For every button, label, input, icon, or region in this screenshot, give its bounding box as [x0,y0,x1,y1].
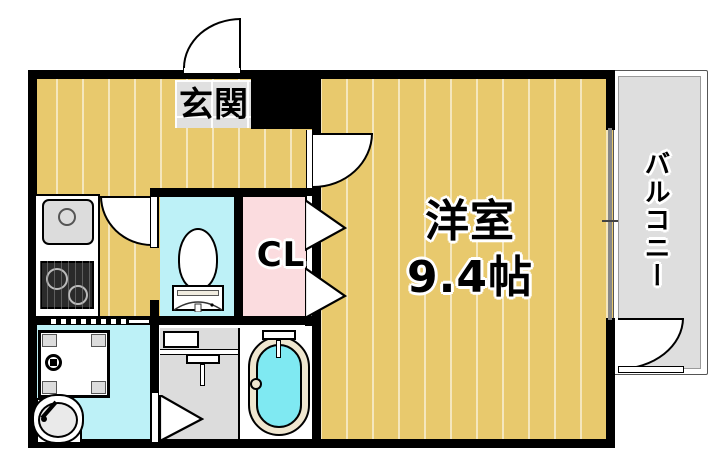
wall-top [28,70,615,79]
main-room-label-line1: 洋室 [425,196,515,247]
wm-corner-tr [91,334,106,347]
stove-grate-lines [40,261,94,309]
closet-label: CL [256,235,306,275]
wall-bottom [28,439,615,448]
wm-corner-bl [42,381,57,394]
wall-bath-washroom-divider [238,328,240,443]
closet-folding-door-upper[interactable] [305,200,347,256]
room-door-jamb [306,130,313,188]
wm-corner-br [91,381,106,394]
wall-toilet-left-lower [150,300,159,443]
entrance-tile-floor [175,80,251,128]
wall-closet-right-stub2 [305,312,314,326]
balcony-label: バルコニー [640,150,670,290]
balcony-door-arc[interactable] [618,318,684,370]
entrance-step-wall [251,77,321,129]
kitchen-counter-edge-white [128,319,150,324]
kitchen-counter-edge [46,319,128,324]
wall-left [28,70,37,448]
toilet-tank-lid [177,290,219,296]
wall-right-lower [606,318,615,448]
wm-corner-tl [42,334,57,347]
washroom-folding-door[interactable] [158,395,204,443]
toilet-door-panel[interactable] [150,196,158,248]
toilet-seat-detail [173,301,223,312]
main-room-label-line2: 9.4帖 [407,252,533,303]
wall-toilet-closet-divider [234,188,243,324]
washbasin-faucet-icon [40,400,58,422]
balcony-window-mark [602,220,618,222]
sink-drain-icon [58,208,76,226]
wall-hall-room-divider [312,77,321,443]
bathtub-faucet-icon [262,330,296,340]
closet-folding-door-lower[interactable] [305,262,347,318]
bathtub-spout-icon [276,340,281,358]
washroom-door-jamb [151,392,159,443]
sink-icon [42,199,94,245]
shower-bar-icon [200,364,205,386]
balcony-door-panel[interactable] [618,366,684,373]
closet-door-jamb [306,196,313,316]
washroom-mirror-icon [163,331,199,348]
wm-drain-inner [50,359,57,366]
shower-icon [186,354,220,364]
balcony-window-sash[interactable] [608,128,612,320]
entrance-door-swing-arc [183,18,241,68]
bathtub-handle-icon [250,378,262,390]
wall-right-upper [606,70,615,130]
wall-wetblock-mid [150,316,320,325]
entrance-label: 玄関 [179,85,249,125]
toilet-icon [178,228,218,290]
